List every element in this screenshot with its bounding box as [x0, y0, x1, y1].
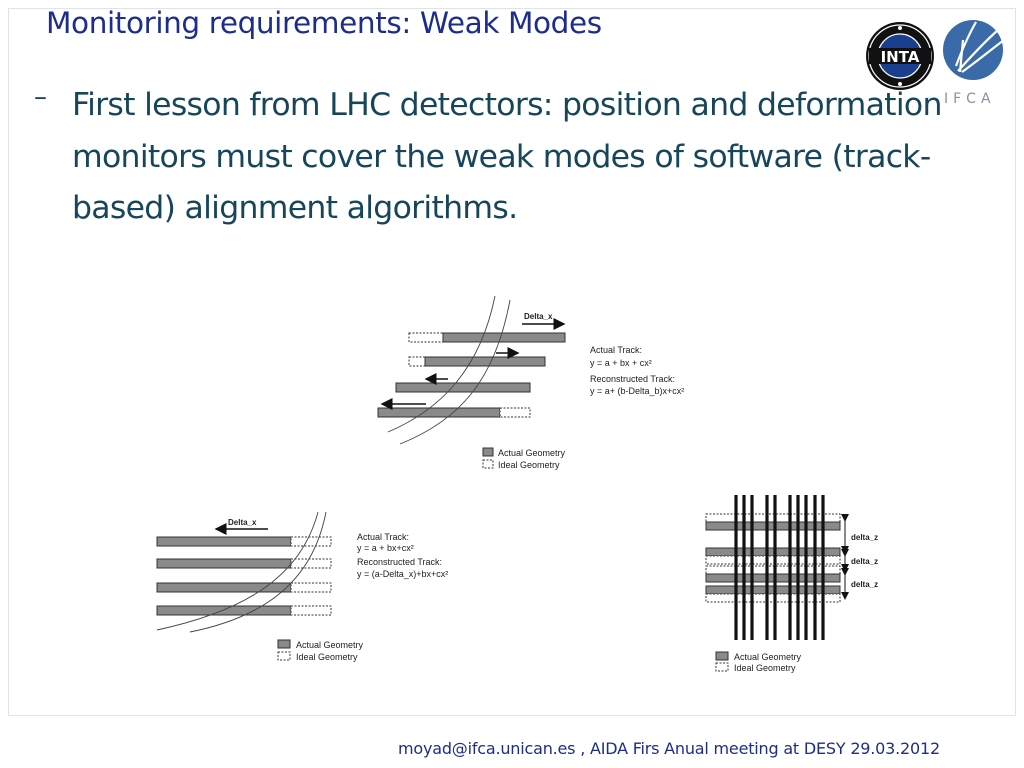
- slide-title: Monitoring requirements: Weak Modes: [46, 6, 602, 40]
- reconstructed-track-equation: y = a+ (b-Delta_b)x+cx²: [590, 386, 684, 396]
- reconstructed-track-curve: [399, 299, 511, 445]
- actual-track-label: Actual Track:: [590, 345, 642, 355]
- actual-module: [156, 582, 292, 593]
- actual-track-curve: [387, 295, 496, 433]
- reconstructed-track-equation: y = (a-Delta_x)+bx+cx²: [357, 569, 448, 579]
- ifca-logo: IFCA: [943, 20, 1005, 107]
- ideal-module: [705, 593, 841, 603]
- legend-ideal-label: Ideal Geometry: [296, 652, 358, 662]
- actual-module: [156, 605, 292, 616]
- bullet-text: First lesson from LHC detectors: positio…: [72, 87, 942, 226]
- ideal-module: [705, 513, 841, 523]
- ideal-module: [499, 407, 531, 418]
- diagram-right: delta_z delta_z delta_z Actual Geometry …: [705, 495, 878, 673]
- legend-ideal-label: Ideal Geometry: [498, 460, 560, 470]
- ideal-module: [290, 536, 332, 547]
- actual-module: [442, 332, 566, 343]
- actual-module: [156, 536, 292, 547]
- actual-track-curve: [156, 511, 319, 631]
- footer-text: moyad@ifca.unican.es , AIDA Firs Anual m…: [398, 739, 940, 758]
- ideal-module: [408, 332, 444, 343]
- legend-ideal-swatch: [482, 459, 494, 469]
- actual-module: [705, 585, 841, 595]
- legend-actual-swatch: [715, 651, 729, 661]
- actual-module: [705, 521, 841, 531]
- reconstructed-track-label: Reconstructed Track:: [590, 374, 675, 384]
- delta-x-label: Delta_x: [524, 312, 553, 321]
- slide-frame: [8, 8, 1016, 716]
- legend-actual-swatch: [277, 639, 291, 649]
- ideal-module: [705, 555, 841, 565]
- ideal-module: [408, 356, 426, 367]
- inta-logo: INTA: [866, 22, 934, 90]
- ideal-module: [705, 565, 841, 575]
- actual-module: [156, 558, 292, 569]
- actual-track-equation: y = a + bx + cx²: [590, 358, 652, 368]
- delta-z-label: delta_z: [851, 580, 878, 589]
- legend-ideal-label: Ideal Geometry: [734, 663, 796, 673]
- actual-module: [705, 547, 841, 557]
- inta-logo-text: INTA: [881, 48, 920, 66]
- legend-ideal-swatch: [715, 662, 729, 672]
- actual-module: [705, 573, 841, 583]
- actual-module: [424, 356, 546, 367]
- delta-z-label: delta_z: [851, 557, 878, 566]
- legend-actual-label: Actual Geometry: [734, 652, 802, 662]
- delta-z-label: delta_z: [851, 533, 878, 542]
- diagram-top: Delta_x Actual Track: y = a + bx + cx² R…: [377, 295, 684, 470]
- actual-module: [395, 382, 531, 393]
- actual-track-equation: y = a + bx+cx²: [357, 543, 414, 553]
- legend-actual-label: Actual Geometry: [498, 448, 566, 458]
- ideal-module: [290, 558, 332, 569]
- diagram-left: Delta_x Actual Track: y = a + bx+cx² Rec…: [156, 511, 448, 662]
- ideal-module: [290, 582, 332, 593]
- legend-ideal-swatch: [277, 651, 291, 661]
- reconstructed-track-curve: [189, 511, 327, 633]
- delta-x-label: Delta_x: [228, 518, 257, 527]
- legend-actual-label: Actual Geometry: [296, 640, 364, 650]
- actual-module: [377, 407, 501, 418]
- ifca-logo-text: IFCA: [944, 91, 996, 107]
- legend-actual-swatch: [482, 447, 494, 457]
- reconstructed-track-label: Reconstructed Track:: [357, 557, 442, 567]
- bullet-marker: –: [34, 82, 47, 112]
- vertical-tracks: [734, 495, 825, 640]
- ideal-module: [290, 605, 332, 616]
- actual-track-label: Actual Track:: [357, 532, 409, 542]
